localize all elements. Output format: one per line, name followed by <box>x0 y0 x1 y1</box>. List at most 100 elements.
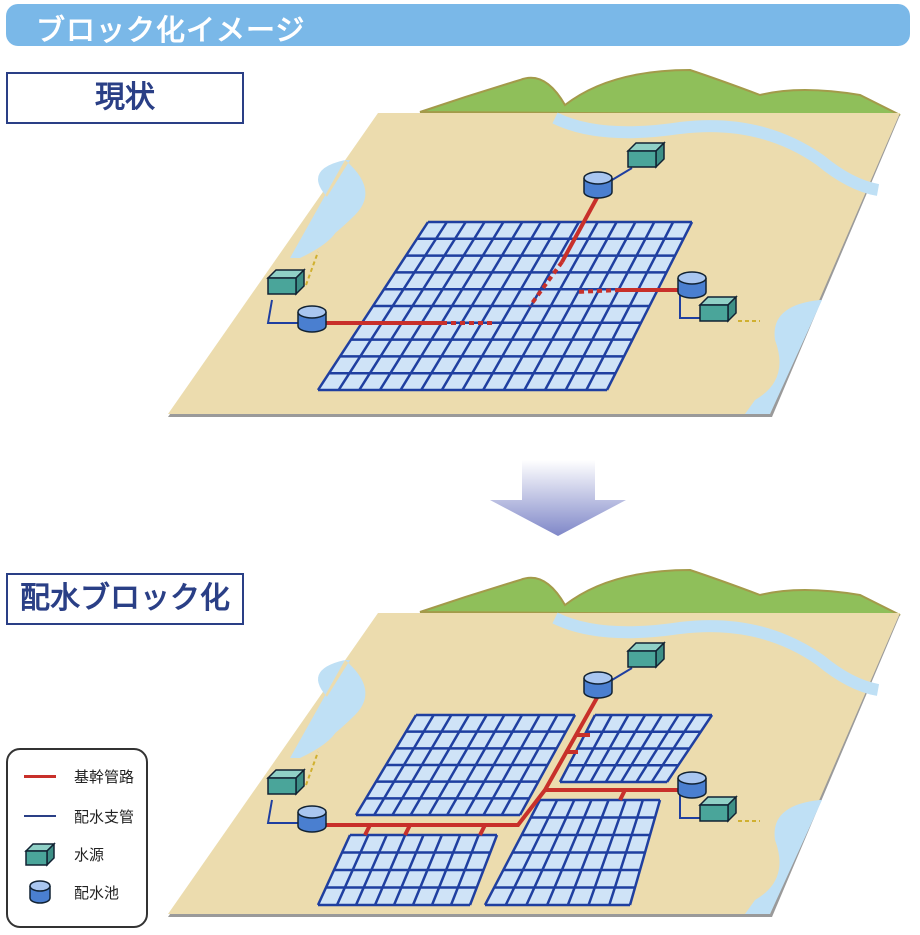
branch-pipe <box>665 714 714 783</box>
page-title: ブロック化イメージ <box>36 13 306 47</box>
reservoir-icon <box>29 880 51 904</box>
legend-item-source: 水源 <box>20 842 105 867</box>
section-label-block: 配水ブロック化 <box>6 573 244 625</box>
section-label-current: 現状 <box>6 72 244 124</box>
branch-pipe <box>461 221 562 391</box>
branch-pipe <box>335 834 370 906</box>
branch-pipe <box>566 799 610 906</box>
branch-pipe <box>564 221 656 391</box>
branch-pipe <box>587 799 627 906</box>
branch-pipe <box>446 714 506 816</box>
lake <box>290 160 366 258</box>
lake <box>290 660 366 758</box>
branch-pipe <box>464 714 524 816</box>
trunk-pipe <box>574 288 621 294</box>
branch-pipe <box>354 714 418 816</box>
branch-pipe <box>411 834 444 906</box>
trunk-pipe <box>363 824 372 836</box>
reservoir-icon <box>583 171 613 185</box>
trunk-pipe <box>528 260 564 308</box>
branch-pipe <box>409 714 471 816</box>
water-source-icon <box>627 150 657 168</box>
branch-pipe <box>679 295 702 319</box>
reservoir-icon <box>677 771 707 785</box>
trunk-pipe <box>560 195 600 263</box>
branch-pipe <box>378 221 486 391</box>
legend-label: 水源 <box>74 845 105 864</box>
branch-pipe <box>523 221 618 391</box>
reservoir-icon <box>583 671 613 685</box>
branch-pipe-icon <box>24 815 56 817</box>
branch-pipe <box>373 714 435 816</box>
river <box>552 112 880 196</box>
branch-pipe <box>500 714 559 816</box>
branch-pipe <box>420 221 524 391</box>
branch-pipe <box>608 799 645 906</box>
branch-pipe <box>605 221 694 391</box>
legend-label: 配水池 <box>74 883 120 902</box>
branch-pipe <box>504 799 559 906</box>
branch-pipe <box>482 714 541 816</box>
branch-pipe <box>316 221 430 391</box>
branch-pipe <box>266 299 300 324</box>
branch-pipe <box>650 714 697 783</box>
branch-pipe <box>391 714 453 816</box>
branch-pipe <box>373 834 407 906</box>
branch-pipe <box>316 834 352 906</box>
branch-pipe <box>635 714 680 783</box>
trunk-pipe-icon <box>24 774 56 778</box>
reservoir-icon <box>677 271 707 285</box>
down-arrow-icon <box>490 460 626 536</box>
branch-pipe <box>440 221 543 391</box>
lake <box>745 800 822 914</box>
branch-pipe <box>574 714 613 783</box>
branch-pipe <box>482 221 580 391</box>
branch-pipe <box>502 221 599 391</box>
trunk-pipe <box>618 789 627 801</box>
branch-pipe <box>679 795 702 819</box>
branch-pipe <box>585 221 675 391</box>
water-source-icon <box>699 304 729 322</box>
branch-pipe <box>611 167 633 181</box>
branch-pipe <box>392 834 425 906</box>
branch-pipe <box>604 714 647 783</box>
hill <box>419 68 901 116</box>
branch-pipe <box>354 834 388 906</box>
branch-pipe <box>266 799 300 824</box>
trunk-pipe <box>478 824 487 836</box>
branch-pipe <box>399 221 505 391</box>
branch-pipe <box>449 834 480 906</box>
branch-pipe <box>628 799 662 906</box>
reservoir-icon <box>297 805 327 819</box>
branch-pipe <box>589 714 630 783</box>
current-map <box>168 68 901 417</box>
branch-pipe <box>483 799 542 906</box>
intake-line <box>305 251 319 286</box>
legend-item-reservoir: 配水池 <box>20 880 119 904</box>
water-source-icon <box>627 650 657 668</box>
river <box>552 612 880 696</box>
reservoir-icon <box>297 305 327 319</box>
hill <box>419 568 901 616</box>
legend-label: 基幹管路 <box>74 767 135 786</box>
water-source-icon <box>24 842 56 867</box>
branch-pipe <box>427 714 488 816</box>
trunk-pipe <box>403 824 412 836</box>
title-banner: ブロック化イメージ <box>6 4 910 47</box>
block-map <box>168 568 901 917</box>
branch-pipe <box>525 799 576 906</box>
trunk-pipe <box>325 695 600 827</box>
water-source-icon <box>699 804 729 822</box>
legend-item-branch: 配水支管 <box>20 804 134 828</box>
branch-pipe <box>358 221 467 391</box>
water-source-icon <box>267 777 297 795</box>
branch-pipe <box>518 714 577 816</box>
intake-line <box>305 751 319 786</box>
branch-pipe <box>545 799 593 906</box>
water-source-icon <box>267 277 297 295</box>
branch-pipe <box>468 834 499 906</box>
branch-pipe <box>620 714 663 783</box>
lake <box>745 300 822 414</box>
branch-pipe <box>337 221 448 391</box>
